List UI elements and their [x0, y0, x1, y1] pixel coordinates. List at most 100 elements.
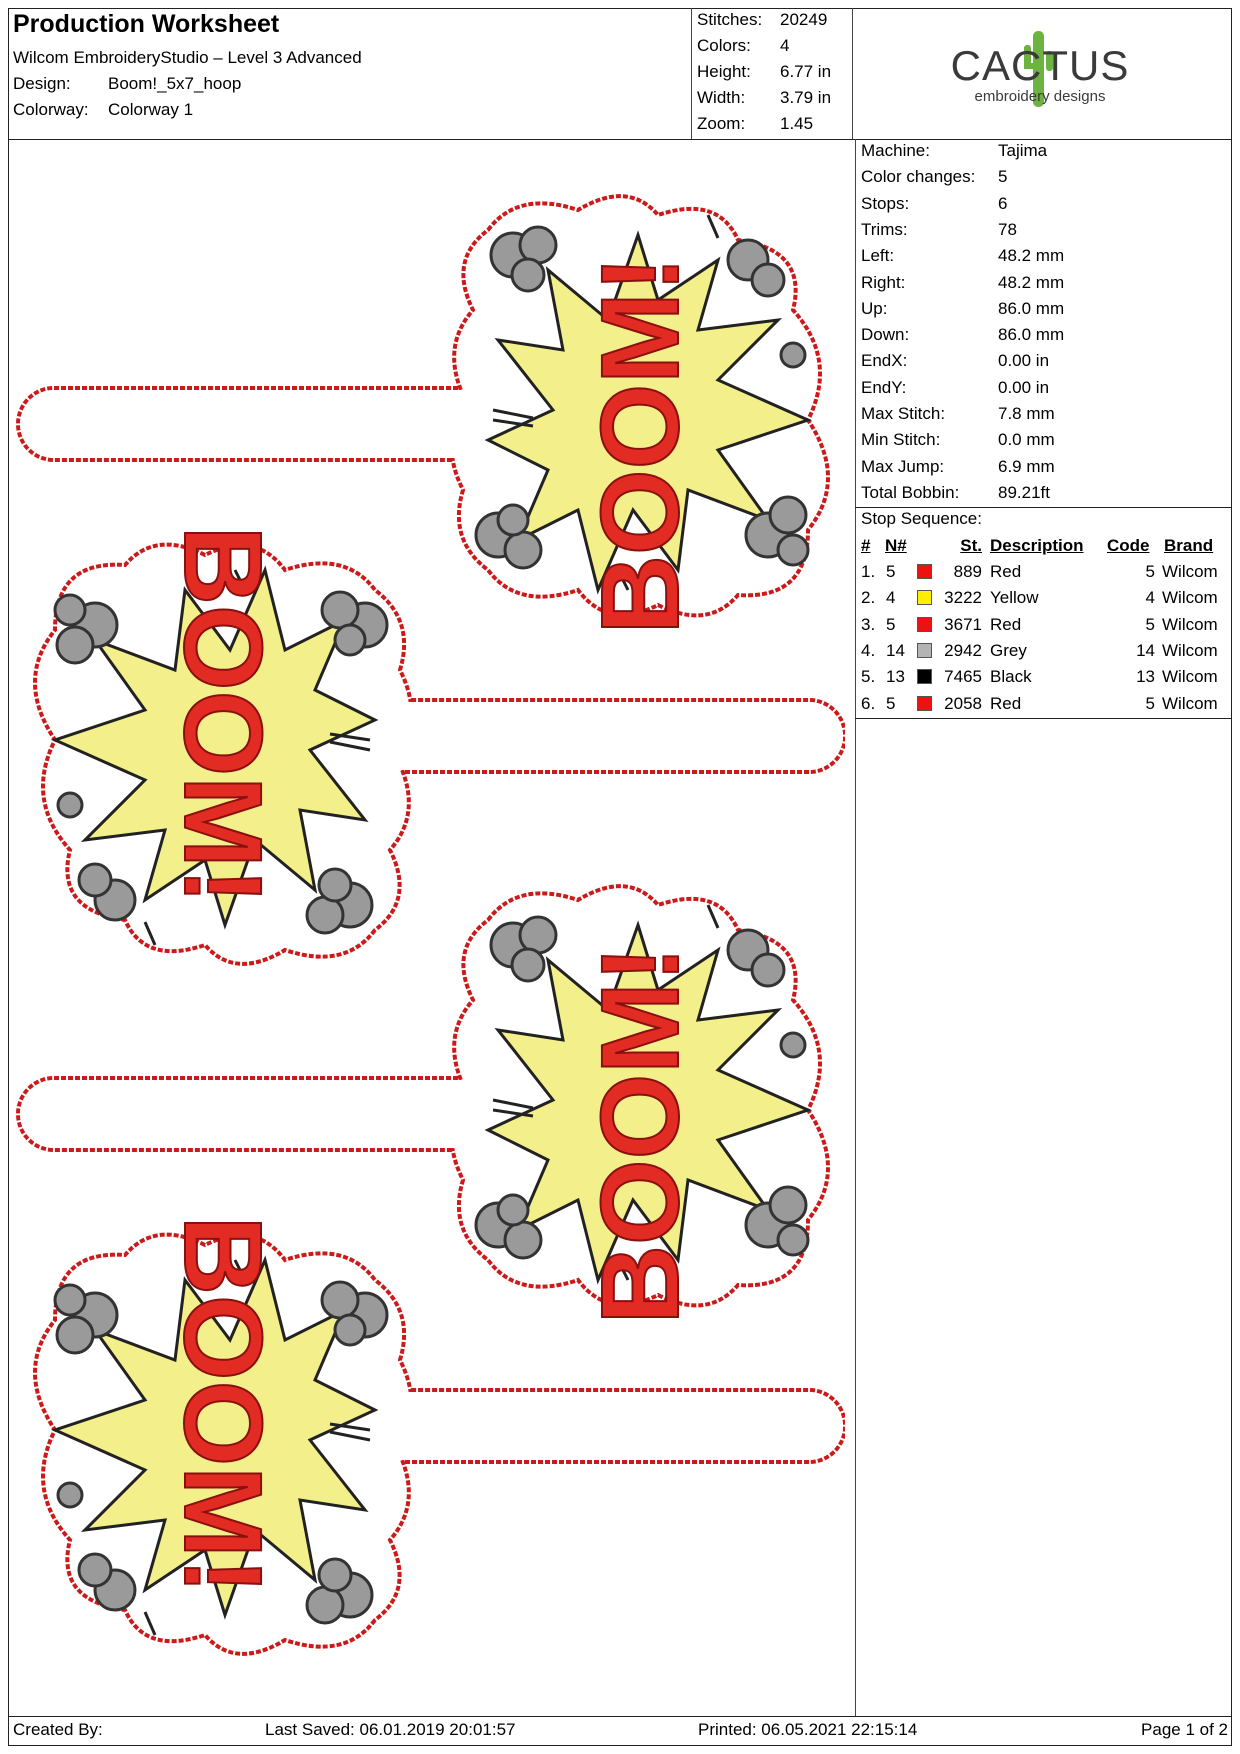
- summary-divider-left: [691, 8, 692, 139]
- stat-value: 0.00 in: [998, 351, 1050, 371]
- colorway-value: Colorway 1: [108, 100, 194, 119]
- stat-label: Min Stitch:: [861, 430, 941, 450]
- stat-label: Color changes:: [861, 167, 976, 187]
- col-header-num: #: [861, 536, 871, 555]
- color-swatch: [917, 616, 932, 632]
- design-tab-2: BOOM!: [33, 525, 845, 966]
- row-brand: Wilcom: [1162, 640, 1218, 660]
- color-swatch: [917, 669, 932, 685]
- color-swatch: [917, 564, 932, 579]
- row-needle: 13: [886, 667, 905, 687]
- stat-value: 6.9 mm: [998, 456, 1055, 476]
- row-brand: Wilcom: [1162, 667, 1218, 687]
- page-frame: [8, 8, 1232, 1746]
- summary-label: Stitches:: [697, 10, 763, 29]
- col-header-st: St.: [960, 536, 982, 555]
- stat-value: 48.2 mm: [998, 272, 1065, 292]
- row-brand: Wilcom: [1162, 693, 1218, 713]
- row-num: 1.: [861, 562, 876, 581]
- stat-value: 78: [998, 219, 1017, 239]
- row-needle: 4: [886, 588, 896, 608]
- page-number: Page 1 of 2: [1141, 1720, 1228, 1739]
- stat-value: 86.0 mm: [998, 298, 1065, 318]
- stat-label: Stops:: [861, 193, 910, 213]
- stat-label: Down:: [861, 325, 910, 345]
- row-brand: Wilcom: [1162, 562, 1218, 581]
- stat-label: Total Bobbin:: [861, 482, 960, 502]
- row-brand: Wilcom: [1162, 588, 1218, 608]
- row-description: Yellow: [990, 588, 1039, 608]
- summary-label: Zoom:: [697, 114, 746, 133]
- side-panel-divider: [855, 139, 856, 1716]
- stat-label: Left:: [861, 246, 895, 266]
- boom-lettering: BOOM!: [579, 256, 702, 635]
- design-preview: BOOM! BOOM! BOOM! BOOM!: [16, 194, 845, 1656]
- row-code: 13: [1136, 667, 1155, 687]
- row-code: 5: [1145, 562, 1155, 581]
- stat-value: 7.8 mm: [998, 404, 1055, 423]
- color-swatch: [917, 642, 932, 658]
- row-num: 6.: [861, 693, 876, 713]
- footer-divider: [8, 1716, 1232, 1717]
- boom-lettering: BOOM!: [161, 1216, 284, 1595]
- stat-value: 6: [998, 193, 1008, 213]
- row-stitches: 889: [953, 562, 982, 581]
- cactus-logo-graphic: CACTUS embroidery designs: [951, 31, 1130, 107]
- stat-value: 0.0 mm: [998, 430, 1055, 450]
- summary-value: 4: [780, 36, 790, 55]
- col-header-description: Description: [990, 536, 1084, 555]
- row-num: 2.: [861, 588, 876, 608]
- design-tab-3: BOOM!: [16, 884, 830, 1325]
- stat-label: Right:: [861, 272, 906, 292]
- row-needle: 14: [886, 640, 905, 660]
- logo-tagline: embroidery designs: [975, 88, 1106, 105]
- row-description: Red: [990, 562, 1022, 581]
- row-code: 4: [1145, 588, 1155, 608]
- row-num: 3.: [861, 614, 876, 634]
- boom-lettering: BOOM!: [161, 526, 284, 905]
- summary-value: 3.79 in: [780, 88, 832, 107]
- row-code: 5: [1145, 614, 1155, 634]
- row-stitches: 2942: [944, 640, 982, 660]
- logo-brand-text: CACTUS: [951, 42, 1130, 89]
- row-code: 14: [1136, 640, 1155, 660]
- color-swatch: [917, 590, 932, 606]
- row-description: Black: [990, 667, 1032, 687]
- row-needle: 5: [886, 693, 896, 713]
- printed-date: Printed: 06.05.2021 22:15:14: [698, 1720, 918, 1739]
- design-value: Boom!_5x7_hoop: [108, 74, 242, 93]
- row-stitches: 3671: [944, 614, 982, 634]
- stat-value: Tajima: [998, 141, 1048, 160]
- row-code: 5: [1145, 693, 1155, 713]
- cactus-logo: CACTUS embroidery designs: [940, 25, 1140, 115]
- stats-divider: [855, 507, 1232, 508]
- row-description: Grey: [990, 640, 1027, 660]
- summary-value: 1.45: [780, 114, 814, 133]
- summary-value: 6.77 in: [780, 62, 832, 81]
- boom-lettering: BOOM!: [579, 946, 702, 1325]
- row-num: 5.: [861, 667, 876, 687]
- colorway-label: Colorway:: [13, 100, 89, 119]
- design-label: Design:: [13, 74, 71, 93]
- stat-label: Machine:: [861, 141, 930, 160]
- row-description: Red: [990, 614, 1022, 634]
- col-header-code: Code: [1107, 536, 1150, 555]
- col-header-n: N#: [885, 536, 907, 555]
- summary-label: Colors:: [697, 36, 751, 55]
- stat-label: Up:: [861, 298, 888, 318]
- col-header-brand: Brand: [1164, 536, 1214, 555]
- header-divider: [8, 139, 1232, 140]
- row-stitches: 7465: [944, 667, 982, 687]
- summary-value: 20249: [780, 10, 828, 29]
- color-swatch: [917, 695, 932, 711]
- summary-divider-right: [852, 8, 853, 139]
- stat-value: 0.00 in: [998, 377, 1050, 397]
- row-needle: 5: [886, 614, 896, 634]
- row-description: Red: [990, 693, 1022, 713]
- stat-label: EndX:: [861, 351, 908, 371]
- stat-value: 5: [998, 167, 1008, 187]
- row-num: 4.: [861, 640, 876, 660]
- stat-label: Trims:: [861, 219, 908, 239]
- design-tab-4: BOOM!: [33, 1215, 845, 1656]
